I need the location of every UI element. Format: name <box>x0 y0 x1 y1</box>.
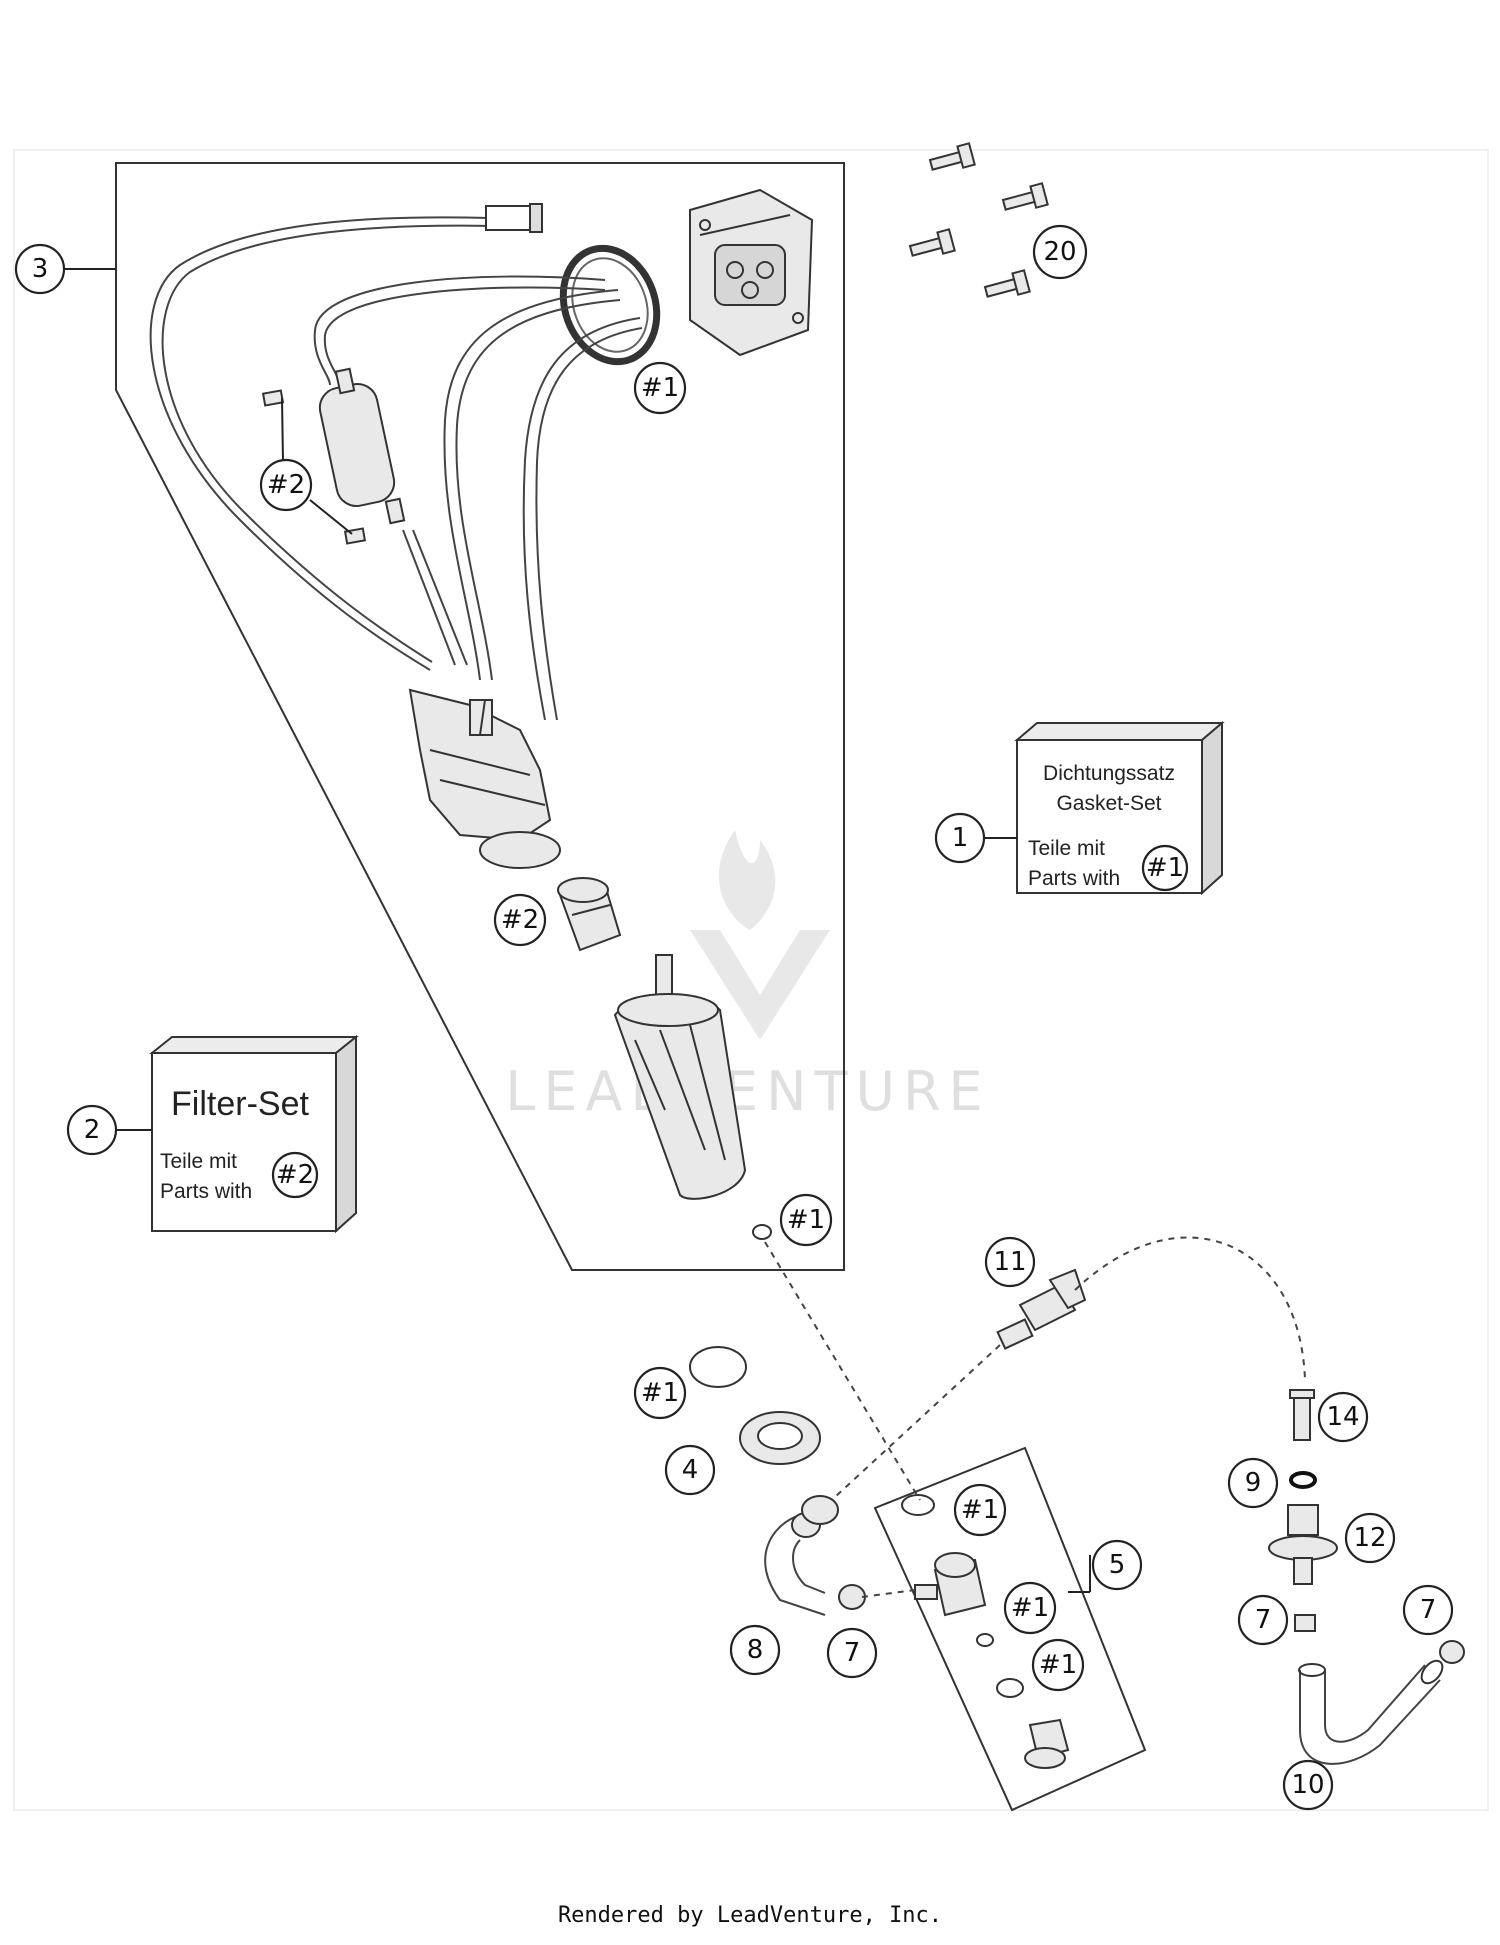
callout-11: 11 <box>984 1236 1036 1288</box>
svg-text:8: 8 <box>747 1635 764 1665</box>
fuel-pump-assembly-outline <box>115 162 845 1271</box>
diagram-frame <box>13 149 1489 1811</box>
fuel-level-sensor <box>809 1236 1306 1521</box>
svg-text:#1: #1 <box>787 1205 825 1235</box>
fuel-hoses <box>313 275 643 721</box>
svg-text:#1: #1 <box>641 1378 679 1408</box>
svg-text:#2: #2 <box>501 905 539 935</box>
small-o-ring-9 <box>1289 1471 1317 1489</box>
callout-12: 12 <box>1344 1512 1396 1564</box>
filter-kit-line2: Parts with <box>160 1180 252 1203</box>
callout-7-center: 7 <box>1237 1594 1289 1646</box>
filter-kit-title: Filter-Set <box>171 1085 309 1123</box>
svg-text:12: 12 <box>1353 1523 1386 1553</box>
cap-o-ring <box>689 1346 747 1388</box>
callout-ref2-clips: #2 <box>259 458 313 512</box>
svg-text:7: 7 <box>844 1638 861 1668</box>
gasket-kit-line4: Parts with <box>1028 867 1120 890</box>
svg-text:9: 9 <box>1245 1468 1262 1498</box>
callout-20: 20 <box>1032 224 1088 280</box>
hose-clamp-right <box>1439 1640 1465 1664</box>
callout-4: 4 <box>664 1444 716 1496</box>
callout-ref1-ring: #1 <box>779 1193 833 1247</box>
callout-ref1-top: #1 <box>633 361 687 415</box>
callout-8: 8 <box>729 1624 781 1676</box>
gasket-kit-line2: Gasket-Set <box>1056 792 1161 815</box>
filter-kit-ref: #2 <box>276 1160 314 1190</box>
fuel-connector-bracket-outline <box>873 1446 1147 1812</box>
hose-clamp-left <box>838 1584 866 1610</box>
gasket-kit-ref: #1 <box>1146 853 1184 883</box>
svg-text:14: 14 <box>1326 1402 1359 1432</box>
svg-text:#2: #2 <box>267 470 305 500</box>
svg-text:7: 7 <box>1420 1595 1437 1625</box>
gasket-kit-line1: Dichtungssatz <box>1043 762 1175 785</box>
pump-head <box>408 688 561 869</box>
callout-9: 9 <box>1227 1457 1279 1509</box>
watermark: LEADVENTURE <box>505 830 990 1123</box>
svg-text:#1: #1 <box>641 373 679 403</box>
svg-text:#1: #1 <box>1011 1593 1049 1623</box>
callout-7-right: 7 <box>1402 1584 1454 1636</box>
callout-ref1-cap: #1 <box>633 1366 687 1420</box>
callout-2: 2 <box>66 1104 118 1156</box>
callout-ref2-sleeve: #2 <box>493 893 547 947</box>
footer-credit: Rendered by LeadVenture, Inc. <box>557 1903 943 1928</box>
hose-clamp-center <box>1294 1614 1316 1632</box>
svg-text:20: 20 <box>1043 237 1076 267</box>
callout-ref1-bracket-low: #1 <box>1031 1638 1085 1692</box>
fuel-pump <box>613 954 747 1200</box>
svg-text:4: 4 <box>682 1455 699 1485</box>
callout-3: 3 <box>14 243 66 295</box>
svg-text:1: 1 <box>952 823 969 853</box>
mounting-screws <box>908 142 1049 298</box>
fuel-connector <box>861 1494 1070 1769</box>
filter-set-kit-box: Filter-Set Teile mit Parts with #2 <box>149 1034 359 1234</box>
wiring-harness <box>149 203 543 671</box>
watermark-text: LEADVENTURE <box>505 1060 990 1123</box>
callout-7-left: 7 <box>826 1627 878 1679</box>
callout-5: 5 <box>1091 1539 1143 1591</box>
filter-kit-line1: Teile mit <box>160 1150 237 1173</box>
svg-text:#1: #1 <box>1039 1650 1077 1680</box>
callout-1: 1 <box>934 812 986 864</box>
svg-text:11: 11 <box>993 1247 1026 1277</box>
leader-lines <box>64 268 1091 1593</box>
callout-ref1-bracket-mid: #1 <box>1003 1581 1057 1635</box>
callout-ref1-bracket-top: #1 <box>953 1483 1007 1537</box>
svg-text:3: 3 <box>32 254 49 284</box>
vent-hose <box>1298 1659 1444 1765</box>
gasket-kit-line3: Teile mit <box>1028 837 1105 860</box>
small-o-ring <box>752 1224 772 1240</box>
assembly-path-line <box>764 1241 921 1501</box>
valve-pin <box>1289 1389 1315 1441</box>
svg-text:10: 10 <box>1291 1770 1324 1800</box>
fuel-filter <box>318 367 406 525</box>
callout-14: 14 <box>1317 1391 1369 1443</box>
tank-cap <box>739 1411 821 1465</box>
gasket-set-kit-box: Dichtungssatz Gasket-Set Teile mit Parts… <box>1014 720 1225 896</box>
callout-10: 10 <box>1282 1759 1334 1811</box>
pre-filter-sleeve <box>557 877 622 952</box>
pump-mounting-flange <box>689 188 814 357</box>
tank-flange-gasket <box>559 244 661 366</box>
svg-text:5: 5 <box>1109 1550 1126 1580</box>
svg-text:2: 2 <box>84 1115 101 1145</box>
fuel-hose-elbow <box>764 1495 839 1616</box>
svg-text:#1: #1 <box>961 1495 999 1525</box>
valve-fitting <box>1268 1504 1338 1585</box>
svg-text:7: 7 <box>1255 1605 1272 1635</box>
